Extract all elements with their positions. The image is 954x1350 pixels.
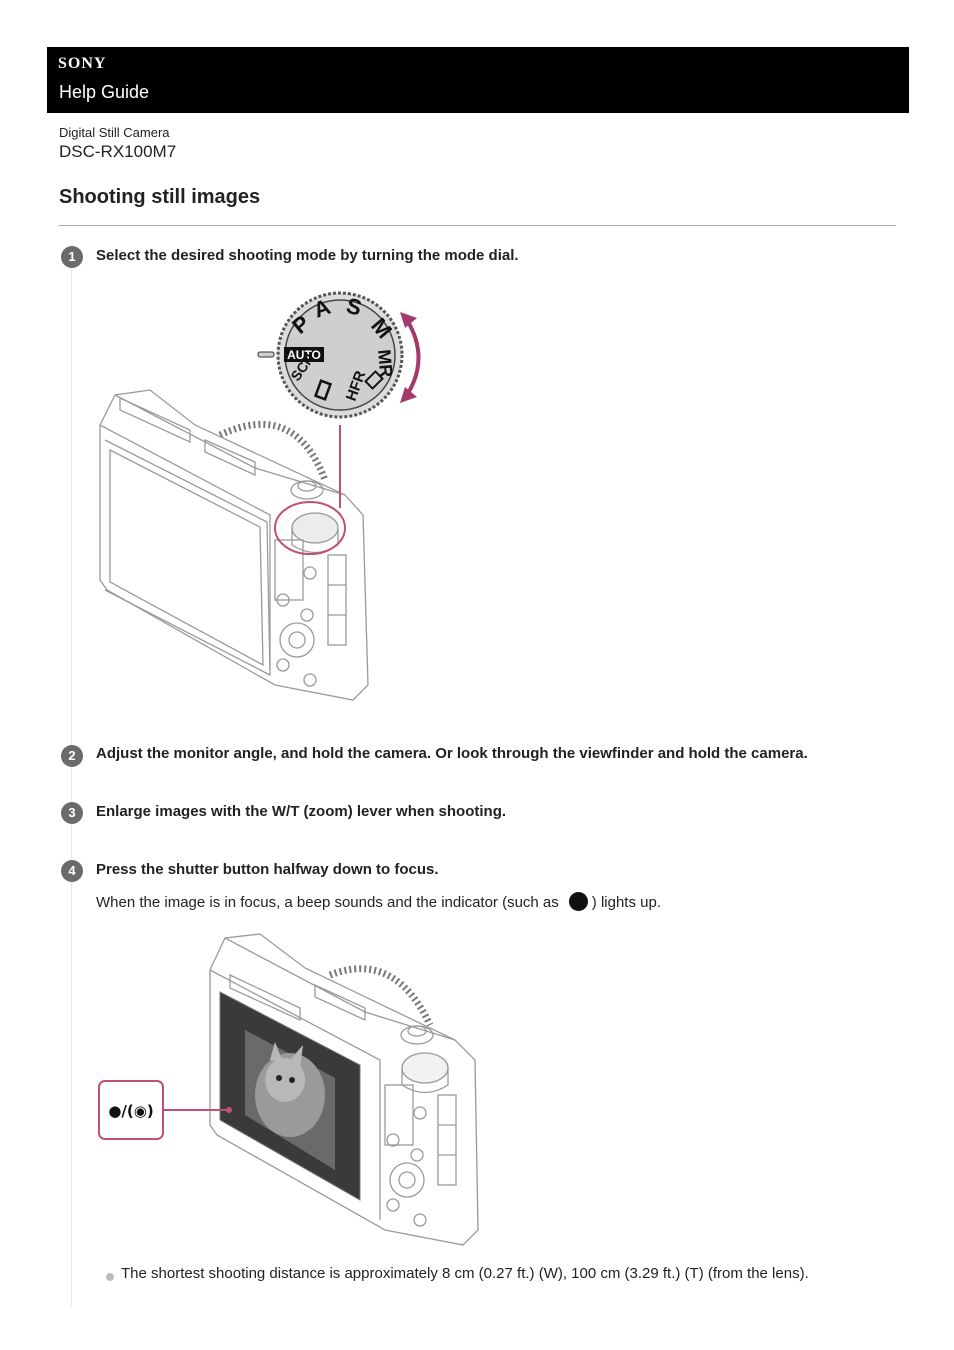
focus-indicator-illustration: ●/(◉)	[98, 933, 479, 1246]
step-1-badge: 1	[61, 246, 83, 268]
step-3-badge: 3	[61, 802, 83, 824]
step-4-badge: 4	[61, 860, 83, 882]
shooting-distance-note: The shortest shooting distance is approx…	[121, 1265, 809, 1282]
step-3-text: Enlarge images with the W/T (zoom) lever…	[96, 803, 507, 820]
title-divider	[59, 225, 896, 226]
note-bullet-icon	[106, 1273, 114, 1281]
step-4-description-after: ) lights up.	[591, 894, 661, 911]
product-category: Digital Still Camera	[59, 125, 170, 140]
steps-guide-line	[71, 268, 72, 1306]
product-model: DSC-RX100M7	[59, 142, 177, 161]
step-4-description: When the image is in focus, a beep sound…	[96, 892, 661, 911]
focus-dot-icon	[568, 892, 588, 911]
step-4-text: Press the shutter button halfway down to…	[96, 861, 439, 878]
page-title: Shooting still images	[59, 186, 261, 208]
dial-s-label: S	[344, 293, 365, 321]
help-guide-label: Help Guide	[59, 82, 150, 102]
step-1-text: Select the desired shooting mode by turn…	[96, 247, 519, 264]
focus-indicator-label: ●/(◉)	[108, 1102, 153, 1120]
step-2-text: Adjust the monitor angle, and hold the c…	[96, 745, 808, 762]
dial-mr-label: MR	[374, 349, 396, 379]
mode-dial-illustration: AUTO P A S M MR HFR SCN	[99, 291, 421, 701]
header-bar: SONY Help Guide	[47, 47, 909, 113]
dial-auto-label: AUTO	[287, 348, 321, 362]
step-2-badge: 2	[61, 745, 83, 767]
step-4-description-before: When the image is in focus, a beep sound…	[96, 894, 559, 911]
sony-logo: SONY	[58, 55, 107, 72]
